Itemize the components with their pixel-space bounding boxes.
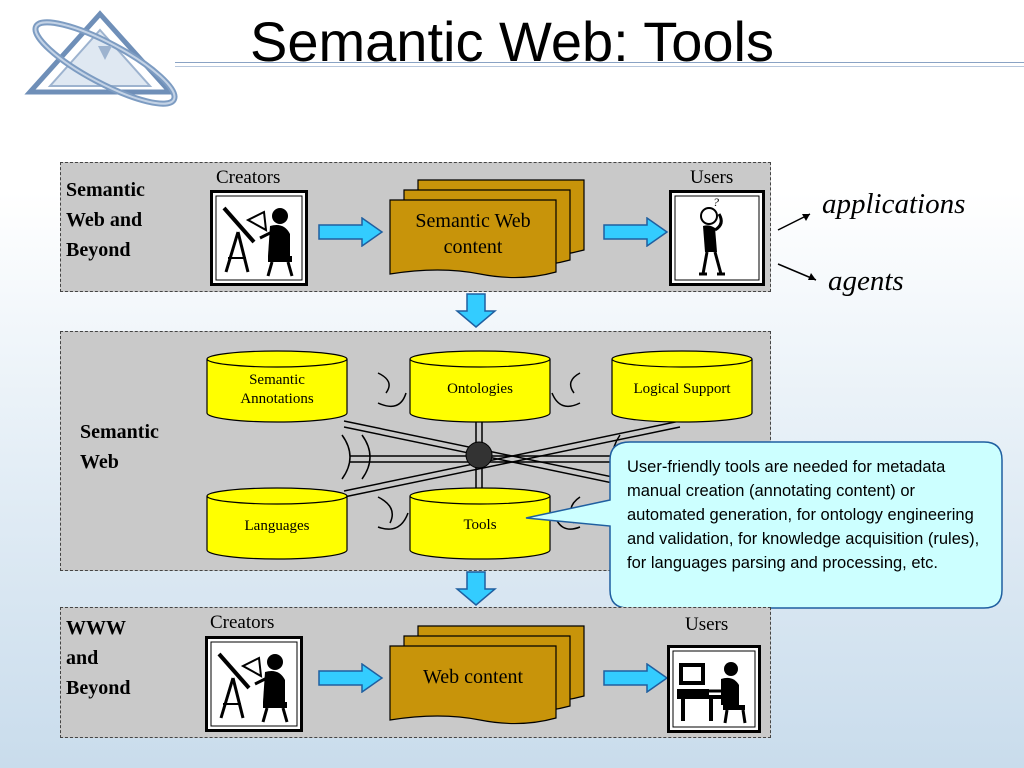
- arrow-creators-to-web-content: [318, 663, 384, 693]
- cylinder-label-ontologies: Ontologies: [447, 381, 513, 397]
- arrow-creators-to-content: [318, 217, 384, 247]
- arrows-to-outcomes: [777, 213, 817, 281]
- applications-label: applications: [822, 188, 966, 220]
- users-label-bottom: Users: [685, 614, 729, 635]
- arrow-web-content-to-users: [603, 663, 669, 693]
- computer-user-icon: [667, 645, 761, 733]
- triangle-swirl-logo: [24, 10, 178, 107]
- page-title: Semantic Web: Tools: [250, 10, 774, 73]
- panel-label-www-beyond: WWW and Beyond: [66, 617, 131, 699]
- cylinder-tools: [409, 487, 551, 560]
- document-stack-semantic: [389, 179, 585, 279]
- users-label: Users: [690, 167, 734, 188]
- document-stack-web: [389, 625, 585, 725]
- cylinder-label-semantic-annotations: Semantic Annotations: [240, 372, 314, 407]
- cylinder-label-languages: Languages: [244, 518, 310, 534]
- thinking-person-icon: ?: [669, 190, 765, 286]
- creators-label-bottom: Creators: [210, 612, 275, 633]
- panel-label-semantic-web: Semantic Web: [80, 421, 159, 473]
- arrow-down-2: [455, 571, 497, 606]
- semantic-web-content-label: Semantic Web content: [415, 210, 531, 258]
- creators-label: Creators: [216, 167, 281, 188]
- cylinder-semantic-annotations: [206, 350, 348, 423]
- panel-label-semantic-web-beyond: Semantic Web and Beyond: [66, 179, 145, 261]
- cylinder-label-tools: Tools: [463, 517, 497, 533]
- arrow-down-1: [455, 293, 497, 328]
- title-divider-light: [175, 66, 1024, 67]
- callout-text: User-friendly tools are needed for metad…: [627, 458, 980, 572]
- drafting-person-icon-bottom: [205, 636, 303, 732]
- cylinder-logical-support: [611, 350, 753, 423]
- agents-label: agents: [828, 265, 904, 297]
- web-content-label: Web content: [422, 666, 524, 688]
- cylinder-connectors: [341, 372, 681, 530]
- svg-text:?: ?: [713, 195, 719, 209]
- arrow-content-to-users: [603, 217, 669, 247]
- title-divider: [175, 62, 1024, 63]
- cylinder-languages: [206, 487, 348, 560]
- drafting-person-icon: [210, 190, 308, 286]
- cylinder-label-logical-support: Logical Support: [633, 381, 731, 397]
- cylinder-ontologies: [409, 350, 551, 423]
